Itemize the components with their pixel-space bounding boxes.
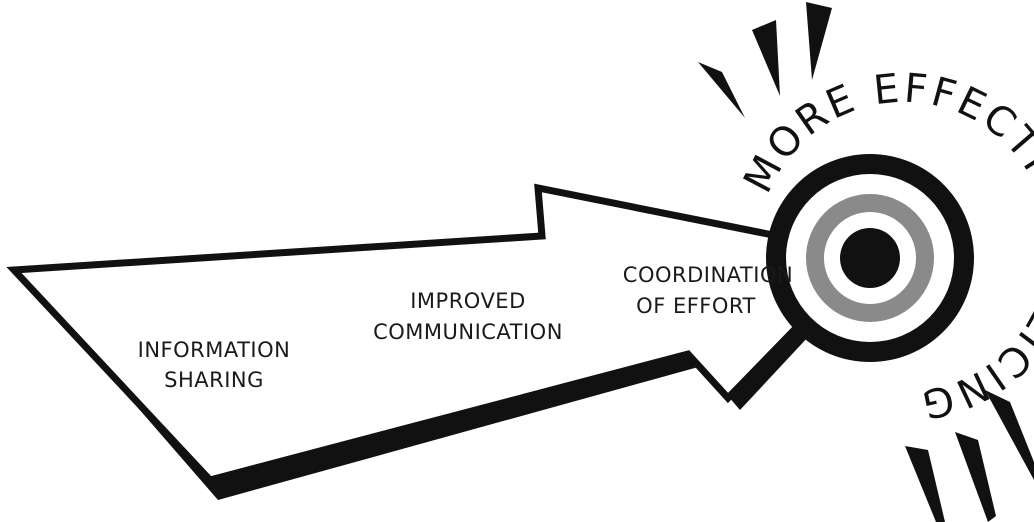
stage-label-line2: COMMUNICATION [373, 320, 563, 344]
burst-spike-3 [806, 2, 832, 80]
burst-spike-2 [752, 20, 780, 96]
burst-spike-5 [955, 432, 996, 522]
stage-label-coordination-of-effort: COORDINATION OF EFFORT [623, 263, 793, 318]
burst-spike-4 [985, 390, 1034, 480]
arrow-icon [6, 183, 878, 500]
burst-spike-1 [698, 62, 745, 118]
burst-icon [698, 2, 1034, 522]
target-icon [766, 154, 974, 362]
stage-label-improved-communication: IMPROVED COMMUNICATION [373, 289, 563, 344]
stage-label-information-sharing: INFORMATION SHARING [138, 338, 291, 392]
stage-label-line2: OF EFFORT [636, 294, 756, 318]
burst-spike-6 [905, 446, 945, 522]
stage-label-line2: SHARING [164, 368, 264, 392]
target-bullseye [840, 228, 900, 288]
stage-label-line1: COORDINATION [623, 263, 793, 287]
stage-label-line1: INFORMATION [138, 338, 291, 362]
stage-label-line1: IMPROVED [410, 289, 526, 313]
